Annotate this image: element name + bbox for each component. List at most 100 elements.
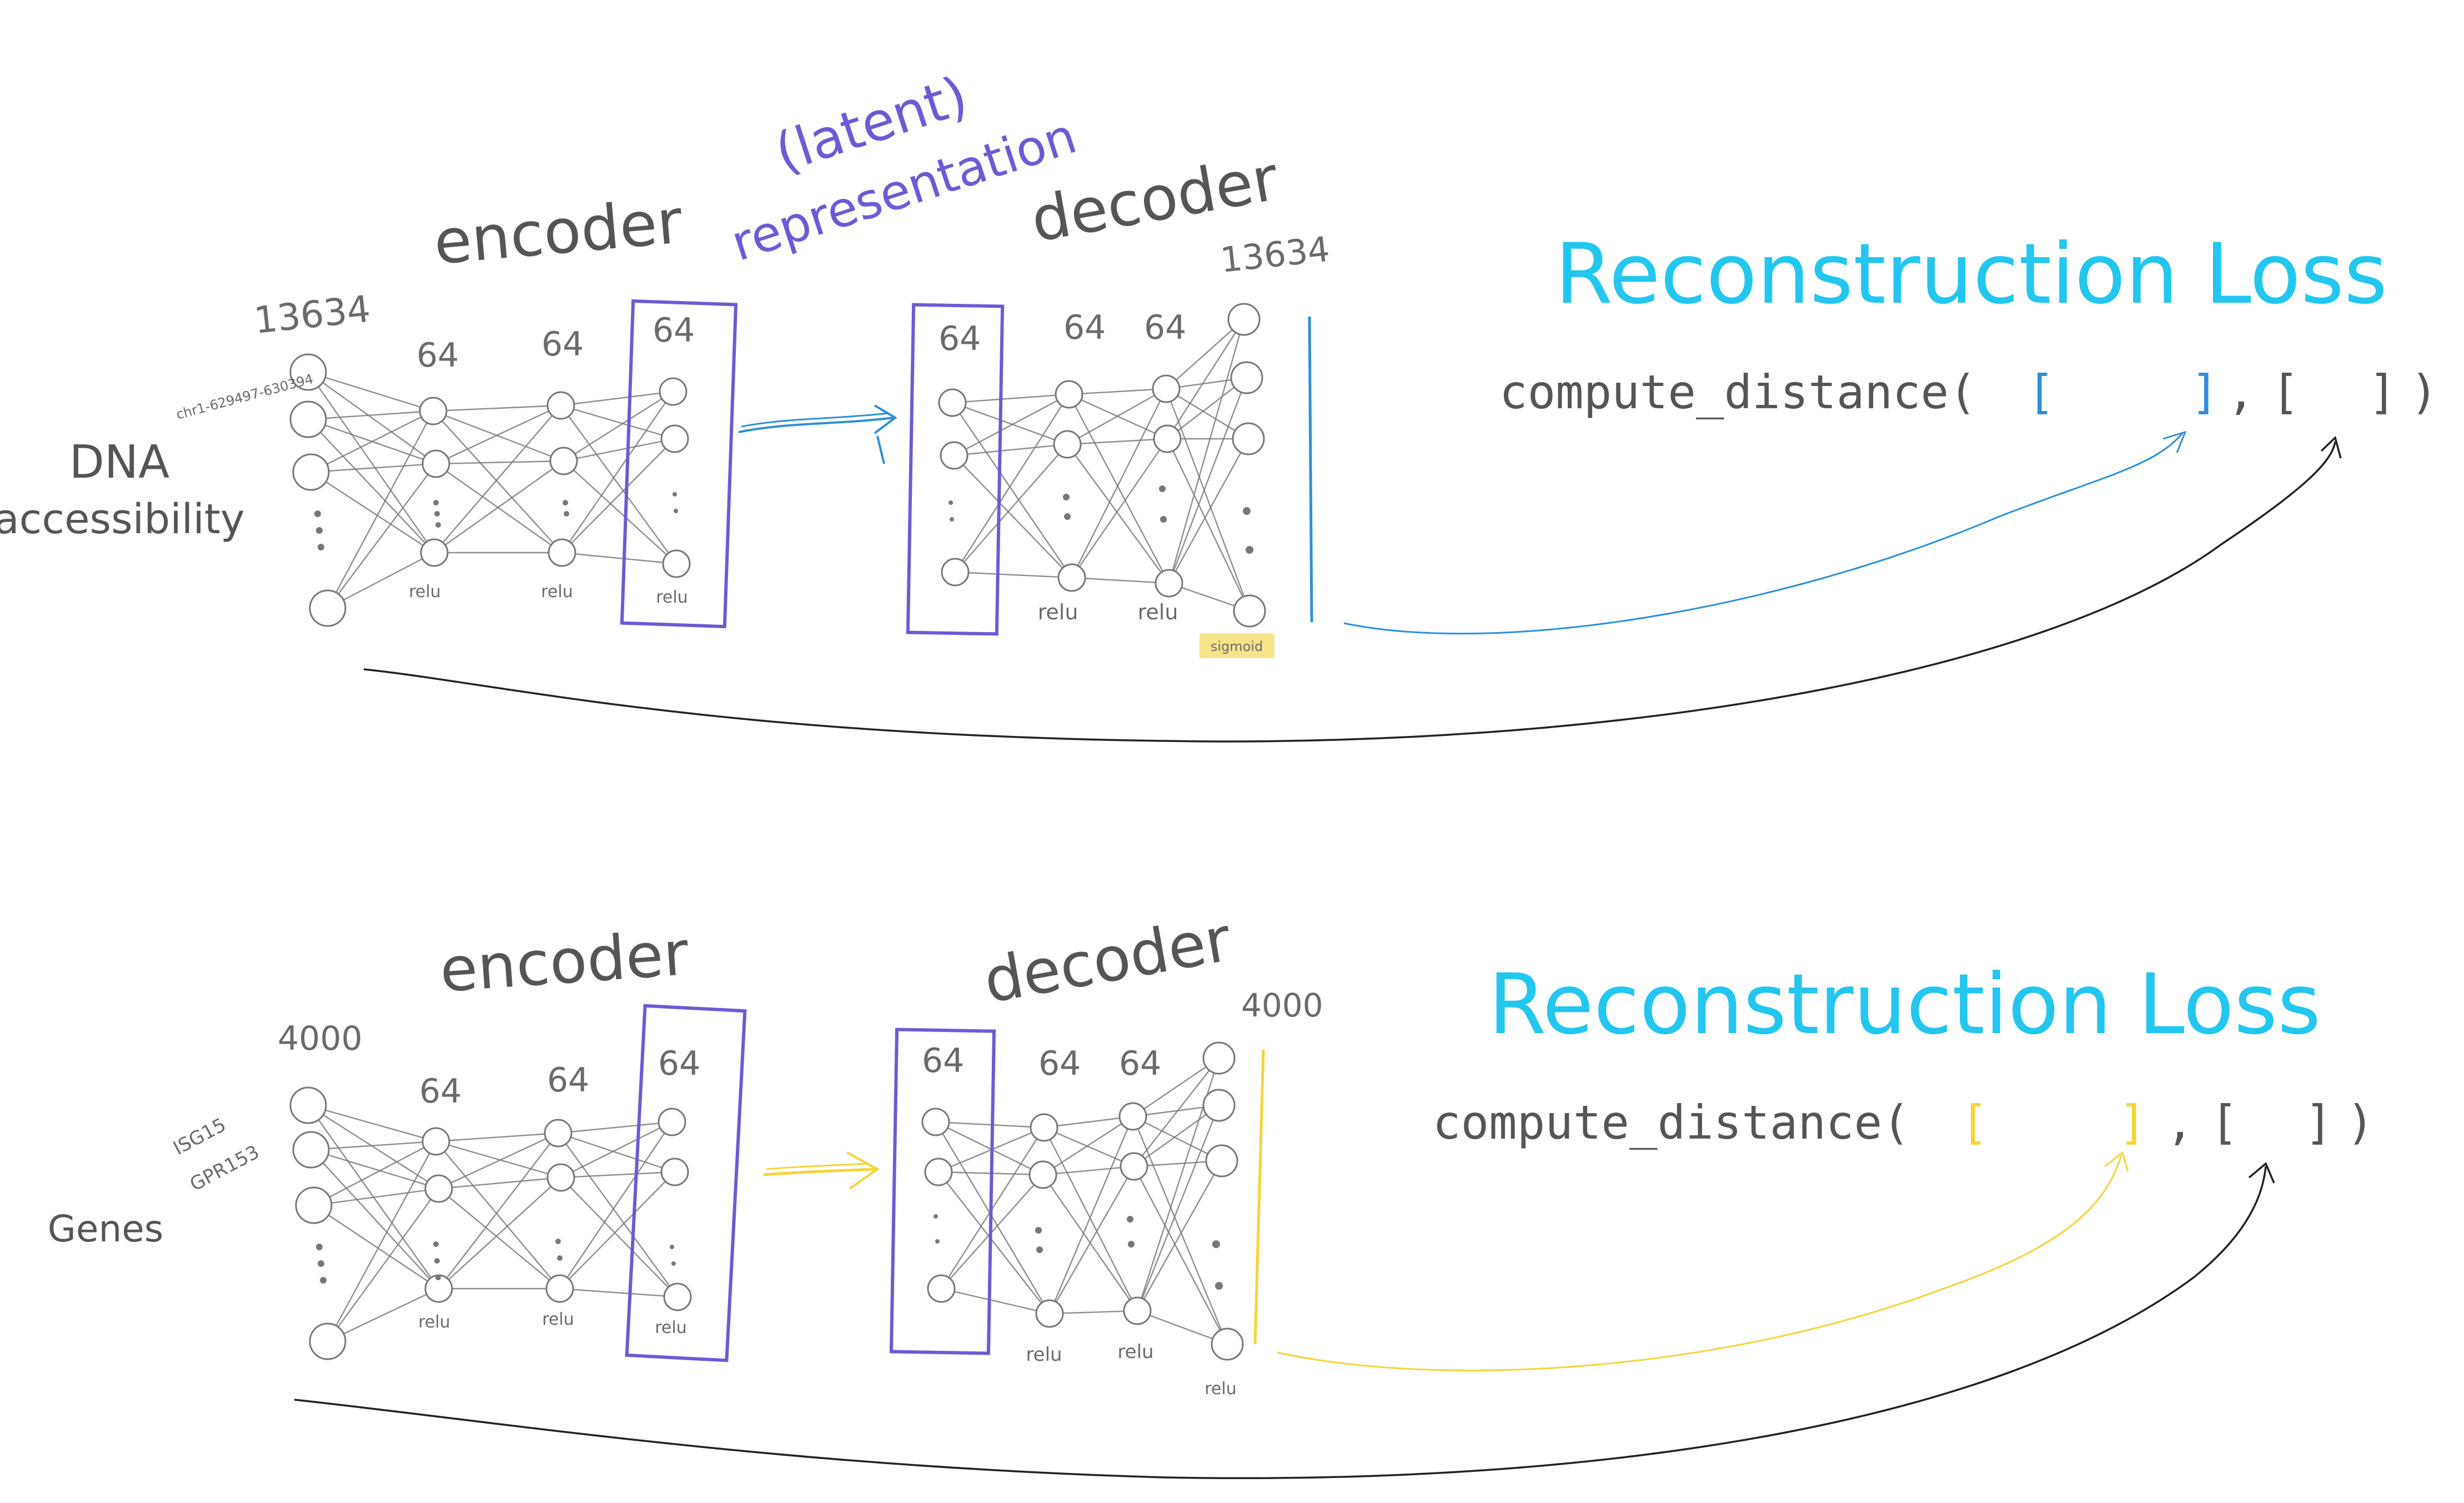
bot-edge	[327, 1141, 437, 1342]
top-input-size: 13634	[252, 287, 373, 342]
top-input-label-line2: accessibility	[0, 495, 245, 543]
top-edge	[310, 463, 436, 473]
top-edge	[1168, 377, 1248, 584]
top-node-layer6	[1055, 380, 1083, 409]
top-edge	[308, 372, 435, 553]
top-edge	[561, 552, 677, 565]
top-input-label-line1: DNA	[69, 436, 170, 489]
top-edge	[1165, 388, 1251, 612]
top-encoder-title: encoder	[431, 186, 685, 278]
bot-edge	[940, 1127, 1045, 1289]
top-node-layer1	[309, 589, 347, 627]
top-node-layer3	[548, 538, 576, 567]
top-edge	[1166, 319, 1244, 389]
top-loss-bracket-close-1: ]	[2191, 365, 2219, 419]
top-sigmoid-tag	[1200, 633, 1274, 658]
top-loss-paren-close: )	[2410, 365, 2438, 419]
bottom-latent-act: relu	[655, 1318, 686, 1337]
top-node-layer8	[1233, 594, 1266, 628]
bottom-enc-act2: relu	[542, 1310, 574, 1329]
bot-edge	[438, 1132, 559, 1190]
top-latent-size: 64	[653, 311, 695, 350]
bot-node-layer7	[1118, 1102, 1147, 1131]
bot-node-layer3	[545, 1274, 574, 1303]
bot-edge	[313, 1205, 439, 1289]
top-node-layer2	[420, 538, 449, 567]
top-edge	[1068, 393, 1168, 440]
top-edge	[327, 463, 436, 609]
bottom-input-size: 4000	[278, 1019, 363, 1058]
top-edge	[435, 460, 564, 465]
bot-node-layer4	[658, 1108, 686, 1136]
bot-edge	[308, 1104, 439, 1190]
bot-edge	[1042, 1115, 1133, 1176]
top-edge	[561, 391, 674, 553]
top-edge	[952, 393, 1070, 404]
bottom-encoder-latent-box	[625, 1004, 747, 1362]
bot-edge	[1133, 1105, 1220, 1167]
top-edge	[433, 404, 561, 412]
bot-edge	[1133, 1166, 1228, 1345]
bot-edge	[313, 1188, 439, 1206]
bottom-network-edges	[308, 1058, 1228, 1345]
bot-edge	[310, 1149, 439, 1190]
bottom-output-size: 4000	[1241, 986, 1323, 1024]
bottom-network-nodes	[289, 1041, 1244, 1361]
bot-edge	[558, 1121, 673, 1134]
top-node-layer5	[941, 558, 970, 587]
top-edge	[952, 402, 1068, 445]
bottom-dec-layer2-size: 64	[1119, 1044, 1161, 1083]
top-edge	[1168, 319, 1245, 584]
top-edge	[1067, 388, 1167, 445]
bottom-panel: Genes ISG15 GPR153 encoder decoder 4000 …	[48, 904, 2375, 1480]
top-enc-act2: relu	[541, 582, 573, 602]
top-input-to-loss-arrow	[363, 435, 2342, 743]
bot-node-layer8	[1211, 1327, 1244, 1361]
bot-edge	[1133, 1058, 1220, 1167]
bot-edge	[1048, 1116, 1134, 1314]
top-node-layer5	[940, 441, 968, 470]
top-edge	[1166, 319, 1245, 439]
bottom-latent-size: 64	[658, 1044, 700, 1083]
top-edge	[1067, 444, 1170, 584]
bot-edge	[435, 1141, 560, 1289]
top-edge	[310, 410, 434, 473]
top-node-layer6	[1057, 563, 1086, 592]
top-edge	[1071, 577, 1170, 584]
bot-edge	[938, 1171, 1050, 1314]
bot-edge	[1132, 1115, 1222, 1162]
top-edge	[327, 552, 435, 609]
bot-edge	[435, 1140, 561, 1179]
top-edge	[563, 390, 674, 462]
top-edge	[1068, 388, 1167, 395]
bottom-dec-act2: relu	[1117, 1341, 1153, 1363]
top-edge	[435, 404, 561, 465]
bot-edge	[438, 1188, 560, 1289]
top-edge	[954, 443, 1068, 457]
top-node-layer6	[1053, 430, 1082, 459]
bot-edge	[1043, 1126, 1135, 1168]
top-edge	[561, 438, 675, 553]
bottom-loss-formula: compute_distance( [ ] , [ ] )	[1433, 1095, 2375, 1150]
bottom-output-to-loss-arrow	[1277, 1151, 2129, 1371]
top-output-bar	[1308, 316, 1313, 623]
top-node-layer2	[419, 397, 448, 425]
top-node-layer8	[1232, 422, 1265, 455]
bottom-output-bar	[1253, 1049, 1265, 1345]
bot-edge	[935, 1121, 1043, 1176]
bottom-enc-layer1-size: 64	[419, 1072, 461, 1111]
bot-edge	[308, 1104, 436, 1143]
bot-node-layer8	[1202, 1041, 1236, 1075]
top-edge	[1167, 377, 1247, 439]
top-enc-layer2-size: 64	[541, 325, 584, 364]
bot-node-layer7	[1120, 1152, 1148, 1181]
bottom-loss-bracket-open-2: [	[2210, 1095, 2239, 1150]
bot-edge	[1132, 1058, 1220, 1117]
top-dec-layer2-size: 64	[1144, 308, 1186, 347]
top-edge	[560, 390, 674, 407]
bot-node-layer5	[927, 1274, 956, 1303]
top-node-layer7	[1155, 569, 1183, 598]
bot-edge	[310, 1140, 436, 1151]
bot-node-layer5	[921, 1108, 950, 1136]
top-edge	[1071, 388, 1167, 578]
